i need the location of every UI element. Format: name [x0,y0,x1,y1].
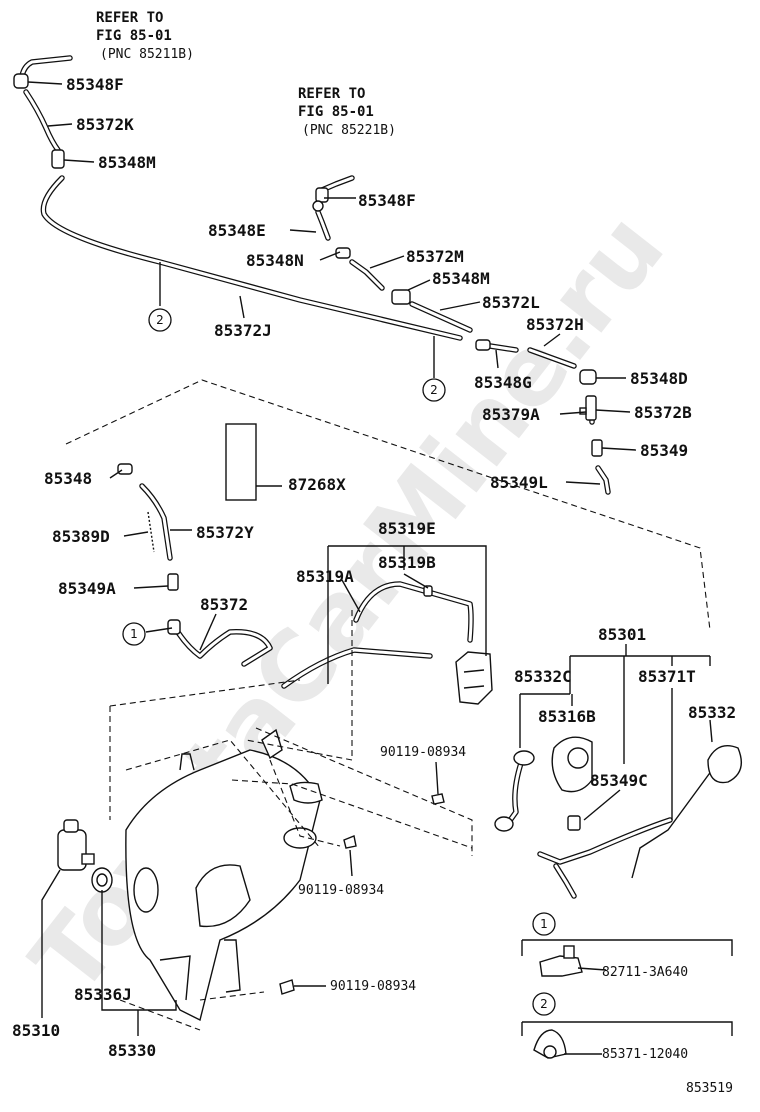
part-label: 87268X [288,475,346,494]
part-label: 85332C [514,667,572,686]
svg-text:1: 1 [130,627,138,641]
label-87268x [225,423,257,501]
part-label: 85379A [482,405,540,424]
clamp-85371 [533,1029,567,1059]
hose-85319a [281,647,433,689]
dipstick-85332 [631,769,713,879]
clip-82711 [539,945,583,977]
part-label: 85372 [200,595,248,614]
figure-id: 853519 [686,1081,733,1096]
bolts-90119 [279,793,445,995]
part-label: 85310 [12,1021,60,1040]
part-label: 85319E [378,519,436,538]
part-label: 85319B [378,553,436,572]
leader-lines [27,81,733,1055]
filler-neck-85332c [494,750,535,832]
hose-85372k [19,55,73,153]
part-labels: 85348F 85372K 85348M 85348F 85348E 85348… [12,75,736,1062]
part-label: 90119-08934 [330,979,416,994]
part-label: 85372K [76,115,134,134]
hose-85372 [171,623,273,667]
part-label: 85389D [52,527,110,546]
svg-text:FIG 85-01: FIG 85-01 [298,104,374,120]
part-label: 85372L [482,293,540,312]
dashed-boundaries [65,379,711,1031]
grommet-85336j [91,867,113,893]
svg-text:REFER TO: REFER TO [298,86,365,102]
svg-text:2: 2 [156,313,164,327]
part-label: 85348N [246,251,304,270]
part-label: 85348F [358,191,416,210]
reservoir-tank-85330 [125,728,323,1022]
svg-text:FIG 85-01: FIG 85-01 [96,28,172,44]
part-label: 90119-08934 [380,745,466,760]
part-label: 85372B [634,403,692,422]
part-label: 85348F [66,75,124,94]
part-label: 82711-3A640 [602,965,688,980]
svg-text:1: 1 [540,917,548,931]
hose-85371t [537,817,673,899]
part-label: 85349C [590,771,648,790]
nozzle-85319e [455,651,493,705]
part-label: 85349L [490,473,548,492]
svg-text:2: 2 [430,383,438,397]
cap-85332 [707,745,742,784]
svg-text:REFER TO: REFER TO [96,10,163,26]
part-label: 85348D [630,369,688,388]
hose-85372y [139,483,173,561]
nozzle-clips [13,73,603,831]
part-label: 85330 [108,1041,156,1060]
pump-85310 [57,819,95,871]
part-label: 85372J [214,321,272,340]
part-label: 85349 [640,441,688,460]
part-label: 85316B [538,707,596,726]
part-label: 85371-12040 [602,1047,688,1062]
hose-85319b [353,581,474,643]
hose-85372j [40,175,463,341]
part-label: 85372M [406,247,464,266]
part-label: 85348M [98,153,156,172]
part-label: 85348 [44,469,92,488]
part-label: 90119-08934 [298,883,384,898]
part-label: 85372H [526,315,584,334]
part-label: 85332 [688,703,736,722]
grommet-85389d [147,511,155,553]
refer-note-2: REFER TO FIG 85-01 (PNC 85221B) [298,86,396,138]
part-label: 85319A [296,567,354,586]
hose-85332c [503,757,525,829]
part-label: 85301 [598,625,646,644]
part-label: 85348M [432,269,490,288]
svg-text:(PNC 85221B): (PNC 85221B) [302,123,396,138]
part-label: 85371T [638,667,696,686]
svg-text:2: 2 [540,997,548,1011]
cap-85316b [551,736,593,793]
part-label: 85348G [474,373,532,392]
refer-note-1: REFER TO FIG 85-01 (PNC 85211B) [96,10,194,62]
part-label: 85372Y [196,523,254,542]
svg-text:(PNC 85211B): (PNC 85211B) [100,47,194,62]
part-label: 85336J [74,985,132,1004]
callout-circles: 2 2 1 1 2 [122,308,556,1016]
part-label: 85348E [208,221,266,240]
part-label: 85349A [58,579,116,598]
